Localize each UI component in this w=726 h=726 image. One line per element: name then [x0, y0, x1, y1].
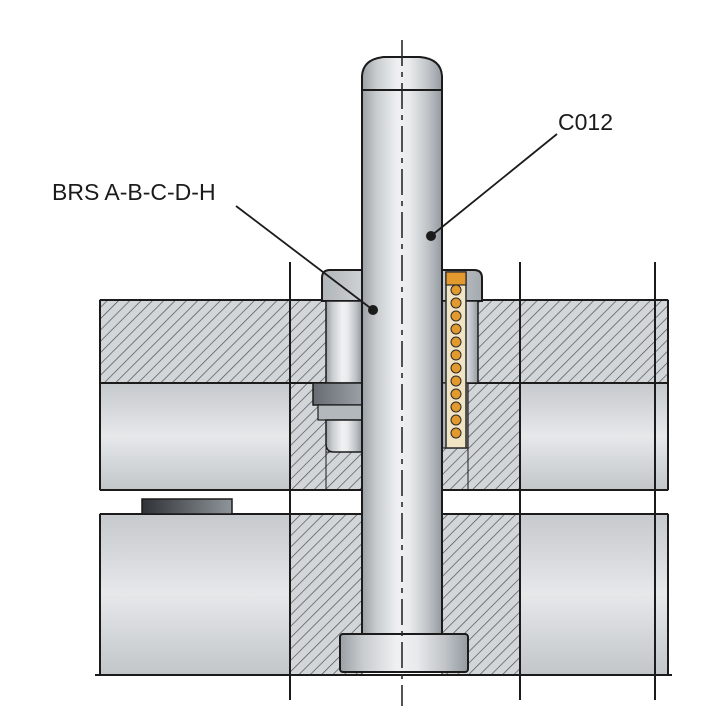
middle-plate-under-cage: [441, 447, 469, 491]
label-cage: C012: [558, 109, 613, 135]
ball: [450, 401, 462, 413]
leader-line-cage: [430, 133, 558, 237]
middle-plate-left-block: [99, 382, 291, 491]
upper-plate-left-strip: [289, 299, 327, 384]
upper-plate-right-block: [519, 299, 669, 384]
middle-plate-right-strip: [467, 382, 521, 491]
ball: [450, 284, 462, 296]
annotations: BRS A-B-C-D-H C012: [52, 109, 613, 315]
ball: [450, 388, 462, 400]
ball: [450, 375, 462, 387]
section-lines: [289, 262, 656, 700]
bushing-step: [317, 404, 363, 421]
ball: [450, 362, 462, 374]
ball: [450, 349, 462, 361]
ball: [450, 414, 462, 426]
ball: [450, 323, 462, 335]
ball-cage-cap: [445, 271, 467, 286]
upper-plate-right-strip: [477, 299, 521, 384]
guide-pillar-flange: [339, 633, 469, 673]
leader-dot-bushing: [368, 305, 378, 315]
ball: [450, 310, 462, 322]
cage-balls: [450, 284, 462, 439]
ball: [450, 297, 462, 309]
upper-plate-left-block: [99, 299, 291, 384]
ball-cage: [445, 271, 467, 449]
middle-plate-under-bushing: [325, 451, 363, 491]
lower-plate-right-block: [519, 513, 669, 676]
ball: [450, 336, 462, 348]
bushing-lower-left: [325, 419, 363, 453]
bushing-body-left: [325, 300, 363, 384]
lower-plate-left-block: [99, 513, 291, 676]
label-bushing: BRS A-B-C-D-H: [52, 179, 216, 205]
leader-line-bushing: [235, 205, 374, 311]
bushing-collar: [312, 382, 363, 406]
middle-plate-right-block: [519, 382, 669, 491]
leader-dot-cage: [426, 231, 436, 241]
stop-block: [141, 498, 233, 515]
ball: [450, 427, 462, 439]
